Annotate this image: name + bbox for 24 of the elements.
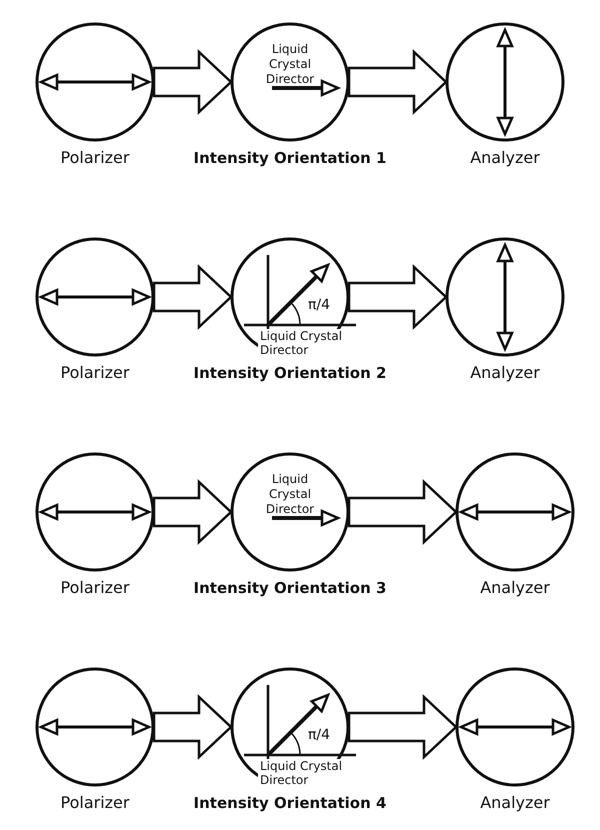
analyzer-label: Analyzer bbox=[469, 365, 541, 381]
orientation-title: Intensity Orientation 3 bbox=[192, 580, 388, 596]
block-arrow bbox=[152, 479, 233, 545]
block-arrow bbox=[348, 694, 458, 760]
block-arrow bbox=[348, 49, 448, 115]
analyzer-label: Analyzer bbox=[479, 795, 551, 811]
block-arrow bbox=[152, 49, 233, 115]
angle-label: π/4 bbox=[308, 297, 330, 313]
polarizer-label: Polarizer bbox=[60, 365, 130, 381]
analyzer-label: Analyzer bbox=[479, 580, 551, 596]
orientation-title: Intensity Orientation 1 bbox=[192, 150, 388, 166]
director-label: Liquid Crystal Director bbox=[264, 472, 316, 517]
director-label: Liquid Crystal Director bbox=[264, 42, 316, 87]
block-arrow bbox=[348, 264, 448, 330]
angle-label: π/4 bbox=[308, 727, 330, 743]
analyzer-label: Analyzer bbox=[469, 150, 541, 166]
block-arrow bbox=[152, 694, 233, 760]
block-arrow bbox=[348, 479, 458, 545]
polarizer-label: Polarizer bbox=[60, 580, 130, 596]
orientation-title: Intensity Orientation 2 bbox=[192, 365, 388, 381]
polarizer-label: Polarizer bbox=[60, 150, 130, 166]
block-arrow bbox=[152, 264, 233, 330]
polarizer-label: Polarizer bbox=[60, 795, 130, 811]
orientation-title: Intensity Orientation 4 bbox=[192, 795, 388, 811]
